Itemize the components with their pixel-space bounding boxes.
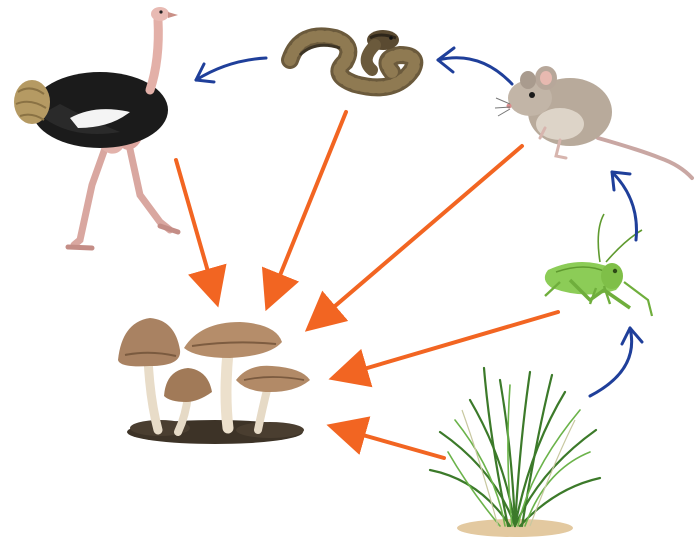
arrow-grass-to-grasshopper xyxy=(590,328,642,396)
mushroom-icon xyxy=(118,318,310,444)
arrow-snake-to-mushrooms xyxy=(270,112,346,300)
snake-icon xyxy=(290,30,414,87)
decomposition-arrows xyxy=(176,112,558,458)
ostrich-icon xyxy=(14,7,178,248)
arrow-grasshopper-to-mushrooms xyxy=(340,312,558,376)
arrow-grass-to-mushrooms xyxy=(338,428,444,458)
grass-icon xyxy=(430,368,600,537)
arrow-mouse-to-snake xyxy=(438,48,512,84)
arrow-snake-to-ostrich xyxy=(196,58,266,82)
arrow-ostrich-to-mushrooms xyxy=(176,160,215,296)
arrow-grasshopper-to-mouse xyxy=(612,172,637,240)
arrow-mouse-to-mushrooms xyxy=(314,146,522,324)
mouse-icon xyxy=(495,66,692,178)
